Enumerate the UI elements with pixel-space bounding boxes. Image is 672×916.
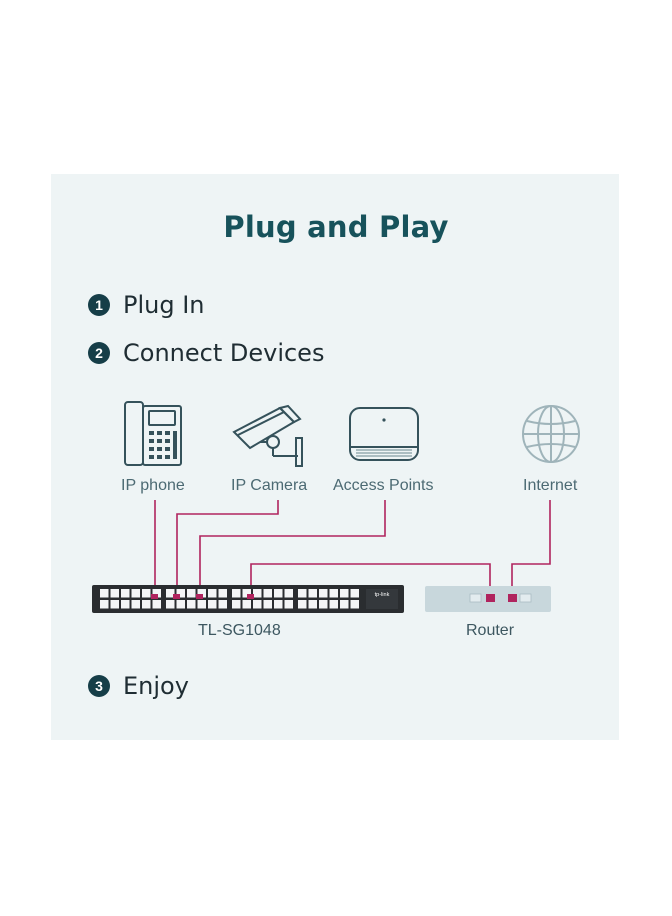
step-label: Plug In <box>123 291 205 319</box>
switch-port <box>142 589 151 598</box>
switch-port <box>298 600 307 609</box>
switch-port <box>166 600 175 609</box>
router-label: Router <box>466 622 515 639</box>
page-title: Plug and Play <box>223 210 449 244</box>
step-number-badge: 1 <box>88 294 110 316</box>
switch-port <box>176 600 185 609</box>
globe-icon <box>522 405 580 463</box>
switch-port <box>308 589 317 598</box>
switch-port <box>187 600 196 609</box>
switch-brand-logo: tp-link <box>375 592 390 598</box>
switch-port <box>263 589 272 598</box>
switch-port <box>110 600 119 609</box>
switch-port <box>166 589 175 598</box>
step-plug-in: 1 Plug In <box>88 291 205 319</box>
switch-port <box>232 600 241 609</box>
switch-port <box>218 600 227 609</box>
switch-port <box>110 589 119 598</box>
switch-port <box>197 589 206 598</box>
switch-port <box>121 600 130 609</box>
content-panel <box>51 174 619 740</box>
switch-port <box>242 589 251 598</box>
switch-label: TL-SG1048 <box>198 622 281 639</box>
internet-label: Internet <box>523 477 578 494</box>
switch-port <box>242 600 251 609</box>
switch-port <box>218 589 227 598</box>
switch-port <box>274 589 283 598</box>
access-points-label: Access Points <box>333 477 434 494</box>
switch-port <box>176 589 185 598</box>
switch-port <box>284 589 293 598</box>
switch-port <box>298 589 307 598</box>
switch-port <box>121 589 130 598</box>
switch-port <box>197 600 206 609</box>
switch-port <box>274 600 283 609</box>
cable-internet <box>511 500 551 598</box>
switch-port <box>142 600 151 609</box>
step-connect-devices: 2 Connect Devices <box>88 339 324 367</box>
switch-port <box>329 600 338 609</box>
switch-port <box>100 600 109 609</box>
ip-phone-label: IP phone <box>121 477 185 494</box>
switch-port-connected <box>173 594 180 599</box>
step-number-badge: 2 <box>88 342 110 364</box>
switch-port <box>263 600 272 609</box>
switch-port-connected <box>247 594 254 599</box>
cable-ip-camera <box>176 500 279 596</box>
switch-port <box>340 600 349 609</box>
switch-port <box>319 600 328 609</box>
switch-port <box>131 589 140 598</box>
switch-tl-sg1048: tp-link <box>92 585 404 613</box>
cable-router-lan <box>250 563 491 598</box>
switch-port-connected <box>151 594 158 599</box>
router-port-connected <box>486 594 495 602</box>
switch-port <box>350 600 359 609</box>
switch-port <box>329 589 338 598</box>
router-port-connected <box>508 594 517 602</box>
step-enjoy: 3 Enjoy <box>88 672 189 700</box>
switch-port <box>340 589 349 598</box>
switch-port <box>208 600 217 609</box>
switch-port <box>232 589 241 598</box>
cables <box>154 500 551 598</box>
step-label: Connect Devices <box>123 339 325 367</box>
switch-port <box>253 589 262 598</box>
switch-port <box>350 589 359 598</box>
step-label: Enjoy <box>123 672 189 700</box>
switch-port <box>152 600 161 609</box>
switch-port <box>131 600 140 609</box>
switch-port <box>100 589 109 598</box>
switch-port <box>284 600 293 609</box>
router <box>425 586 551 612</box>
switch-port <box>187 589 196 598</box>
switch-port <box>319 589 328 598</box>
ip-camera-label: IP Camera <box>231 477 308 494</box>
security-camera-icon <box>232 404 303 467</box>
switch-port <box>152 589 161 598</box>
ip-phone-icon <box>124 401 182 466</box>
access-point-icon <box>349 407 419 461</box>
switch-port <box>308 600 317 609</box>
cable-access-points <box>199 500 386 596</box>
switch-port-connected <box>196 594 203 599</box>
switch-port <box>208 589 217 598</box>
step-number-badge: 3 <box>88 675 110 697</box>
switch-port <box>253 600 262 609</box>
